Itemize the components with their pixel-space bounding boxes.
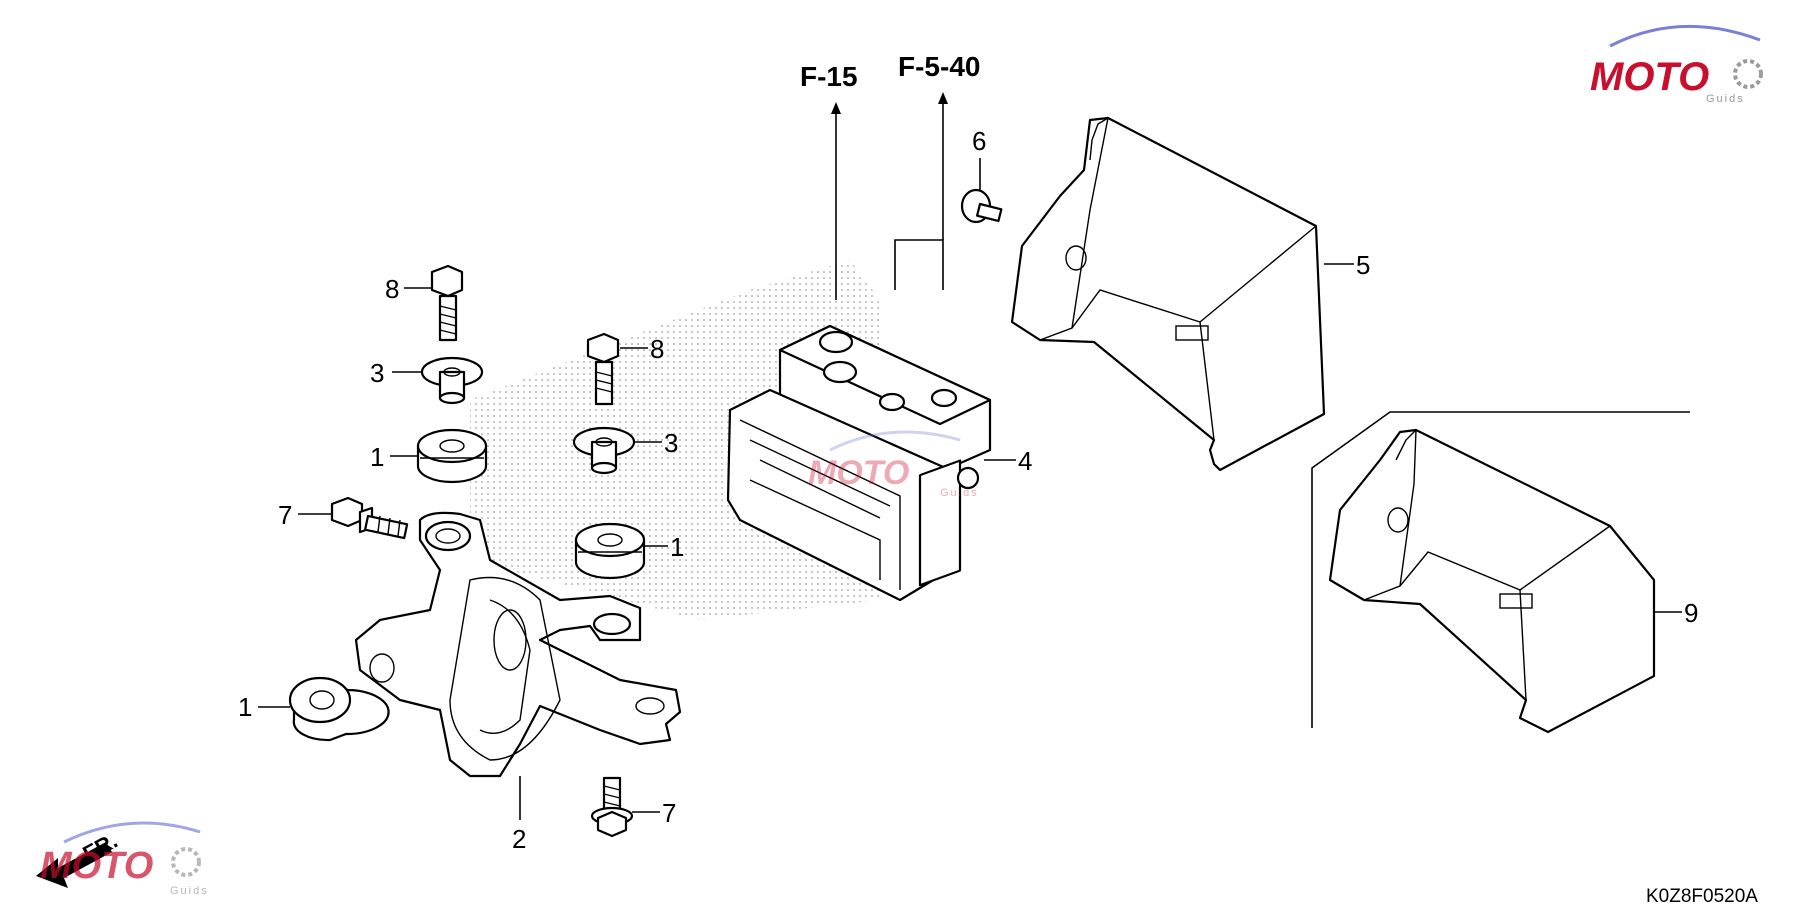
- callout-1-upper: 1: [370, 442, 384, 472]
- callout-7-lower: 7: [662, 798, 676, 828]
- callout-9: 9: [1684, 598, 1698, 628]
- callout-4: 4: [1018, 446, 1032, 476]
- reference-label-f15: F-15: [800, 61, 858, 92]
- bolt-part-8-left: [430, 264, 464, 342]
- rubber-mount-part-1-lower: [288, 676, 390, 742]
- callout-3-left: 3: [370, 358, 384, 388]
- reference-arrow-f540: [894, 92, 948, 290]
- abs-modulator-part-4: [726, 324, 992, 602]
- collar-part-3-middle: [572, 426, 636, 475]
- cover-part-9-group: [1311, 411, 1690, 734]
- callout-6: 6: [972, 126, 986, 156]
- rubber-mount-part-1-upper: [416, 428, 488, 484]
- bolt-part-7-lower: [590, 776, 634, 838]
- callout-3-middle: 3: [664, 428, 678, 458]
- callout-1-middle: 1: [670, 532, 684, 562]
- rubber-mount-part-1-middle: [574, 522, 646, 580]
- bolt-part-7-upper: [330, 496, 409, 540]
- callout-5: 5: [1356, 250, 1370, 280]
- watermark-tagline-bottom: Guids: [170, 885, 209, 897]
- watermark-tagline-center: Guids: [940, 487, 979, 499]
- watermark-brand-bottom: MOTO: [40, 845, 153, 887]
- collar-part-3-left: [420, 356, 484, 405]
- bolt-part-8-middle: [586, 332, 620, 406]
- callout-2: 2: [512, 824, 526, 854]
- screw-part-6: [960, 188, 1003, 224]
- callout-8-left: 8: [385, 274, 399, 304]
- watermark-logo-bottom-left: MOTO Guids: [40, 821, 209, 897]
- cover-part-5: [1010, 116, 1326, 472]
- watermark-logo-top-right: MOTO Guids: [1590, 24, 1763, 105]
- watermark-brand-center: MOTO: [808, 454, 909, 492]
- reference-label-f540: F-5-40: [898, 51, 980, 82]
- watermark-brand-top: MOTO: [1590, 55, 1709, 99]
- callout-8-middle: 8: [650, 334, 664, 364]
- watermark-tagline-top: Guids: [1706, 93, 1745, 105]
- callout-1-lower: 1: [238, 692, 252, 722]
- drawing-code: K0Z8F0520A: [1646, 886, 1758, 907]
- mounting-bracket-part-2: [354, 511, 682, 778]
- reference-arrow-f15: [831, 102, 841, 300]
- watermark-logo-center: MOTO Guids: [808, 430, 979, 499]
- callout-7-upper: 7: [278, 500, 292, 530]
